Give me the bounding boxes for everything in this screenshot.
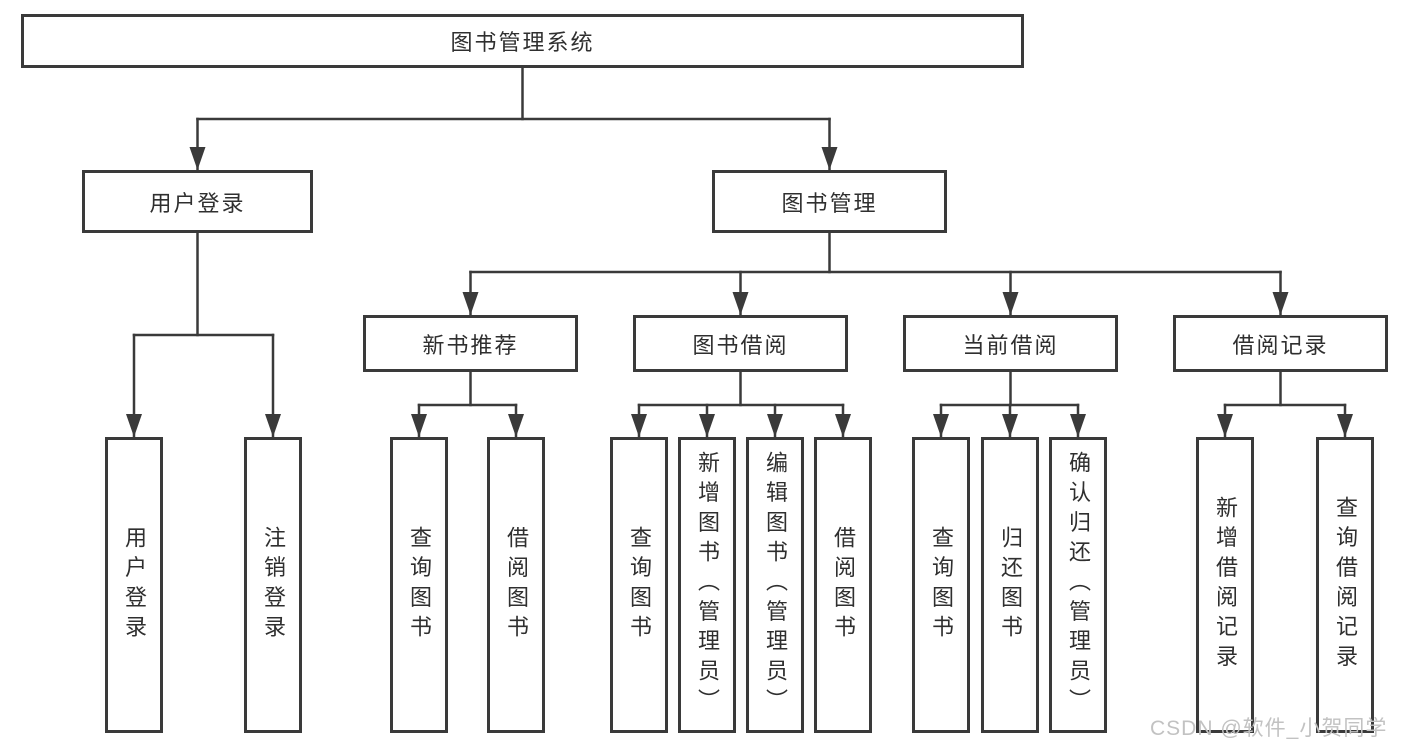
node-label: 新书推荐: [422, 332, 519, 358]
leaf-borrowing-query-books: 查询图书: [610, 437, 668, 733]
node-label: 新增借阅记录: [1213, 495, 1238, 675]
node-label: 查询借阅记录: [1333, 495, 1358, 675]
node-label: 图书借阅: [692, 332, 789, 358]
leaf-logout: 注销登录: [244, 437, 302, 733]
leaf-borrowing-edit-books-admin: 编辑图书（管理员）: [746, 437, 804, 733]
node-label: 新增图书（管理员）: [695, 451, 720, 719]
node-new-book-recommend: 新书推荐: [363, 315, 578, 372]
node-label: 借阅记录: [1232, 332, 1329, 358]
leaf-borrowing-add-books-admin: 新增图书（管理员）: [678, 437, 736, 733]
leaf-recommend-query-books: 查询图书: [390, 437, 448, 733]
leaf-borrowing-borrow-books: 借阅图书: [814, 437, 872, 733]
node-library-management-system: 图书管理系统: [21, 14, 1024, 68]
node-label: 归还图书: [998, 525, 1023, 645]
node-current-borrowing: 当前借阅: [903, 315, 1118, 372]
leaf-current-confirm-return-admin: 确认归还（管理员）: [1049, 437, 1107, 733]
node-label: 查询图书: [627, 525, 652, 645]
node-book-borrowing: 图书借阅: [633, 315, 848, 372]
leaf-current-return-books: 归还图书: [981, 437, 1039, 733]
node-label: 查询图书: [929, 525, 954, 645]
node-label: 图书管理: [781, 190, 878, 216]
node-label: 借阅图书: [504, 525, 529, 645]
node-user-login: 用户登录: [82, 170, 313, 233]
node-label: 图书管理系统: [450, 30, 595, 55]
node-label: 用户登录: [122, 525, 147, 645]
node-label: 借阅图书: [831, 525, 856, 645]
leaf-records-query-record: 查询借阅记录: [1316, 437, 1374, 733]
node-book-management: 图书管理: [712, 170, 947, 233]
node-label: 用户登录: [149, 190, 246, 216]
leaf-user-login: 用户登录: [105, 437, 163, 733]
leaf-current-query-books: 查询图书: [912, 437, 970, 733]
node-label: 确认归还（管理员）: [1066, 451, 1091, 719]
node-label: 编辑图书（管理员）: [763, 451, 788, 719]
node-borrowing-records: 借阅记录: [1173, 315, 1388, 372]
node-label: 查询图书: [407, 525, 432, 645]
leaf-recommend-borrow-books: 借阅图书: [487, 437, 545, 733]
csdn-watermark: CSDN @软件_小贺同学: [1150, 717, 1388, 740]
leaf-records-add-record: 新增借阅记录: [1196, 437, 1254, 733]
node-label: 当前借阅: [962, 332, 1059, 358]
node-label: 注销登录: [261, 525, 286, 645]
